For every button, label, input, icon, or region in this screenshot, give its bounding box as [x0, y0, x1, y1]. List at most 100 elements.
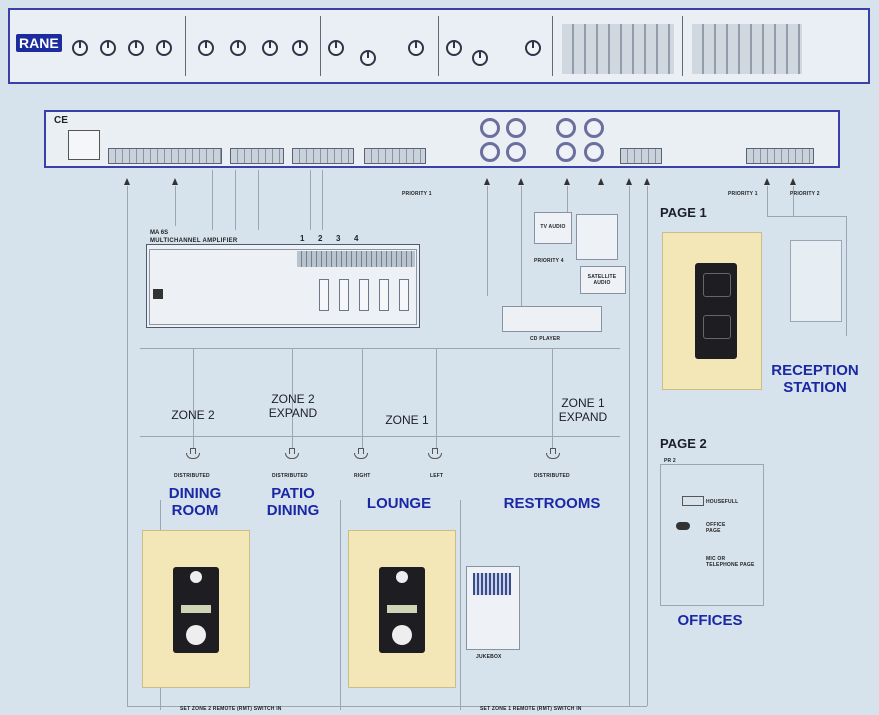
wire	[767, 216, 847, 217]
cd-player-label: CD PLAYER	[530, 336, 560, 342]
jukebox-label: JUKEBOX	[476, 654, 502, 660]
reception-control-panel	[695, 263, 737, 359]
source-selector-knob[interactable]	[190, 571, 202, 583]
amp-channel-module	[399, 279, 409, 311]
zone-control-panel	[379, 567, 425, 653]
speaker-label-distributed: DISTRIBUTED	[534, 473, 570, 479]
speaker-label-right: RIGHT	[354, 473, 371, 479]
gain-knob[interactable]	[128, 40, 144, 56]
rca-jack[interactable]	[506, 142, 526, 162]
multichannel-amplifier	[146, 244, 420, 328]
office-page-switch[interactable]	[676, 522, 690, 530]
level-knob[interactable]	[525, 40, 541, 56]
gain-knob[interactable]	[292, 40, 308, 56]
speaker-label-distributed: DISTRIBUTED	[174, 473, 210, 479]
display-window	[181, 605, 211, 613]
arrow-icon	[764, 178, 770, 185]
wire	[521, 186, 522, 306]
patio-dining-label: PATIO DINING	[250, 485, 336, 519]
terminal-block	[292, 148, 354, 164]
arrow-icon	[172, 178, 178, 185]
mic-telephone-label: MIC OR TELEPHONE PAGE	[706, 556, 756, 568]
speaker-label-distributed: DISTRIBUTED	[272, 473, 308, 479]
gain-knob[interactable]	[156, 40, 172, 56]
volume-knob[interactable]	[186, 625, 206, 645]
fader-bank	[692, 24, 802, 74]
amp-connector	[153, 289, 163, 299]
rca-jack[interactable]	[480, 142, 500, 162]
panel-divider-5	[682, 16, 683, 76]
panel-divider-4	[552, 16, 553, 76]
wire	[767, 186, 768, 216]
tone-knob[interactable]	[408, 40, 424, 56]
terminal-block	[108, 148, 222, 164]
amp-channel-2: 2	[318, 234, 322, 243]
page1-label: PAGE 1	[660, 205, 707, 220]
arrow-icon	[124, 178, 130, 185]
offices-panel	[660, 464, 764, 606]
zone2-expand-label: ZONE 2 EXPAND	[256, 392, 330, 420]
speaker-icon	[546, 448, 560, 460]
source-selector-knob[interactable]	[396, 571, 408, 583]
amp-heatsink	[297, 251, 415, 267]
tone-knob[interactable]	[360, 50, 376, 66]
page-button[interactable]	[703, 273, 731, 297]
priority-4-label: PRIORITY 4	[534, 258, 564, 264]
wire	[436, 348, 437, 448]
terminal-block	[364, 148, 426, 164]
amp-channel-module	[339, 279, 349, 311]
wire	[175, 186, 176, 226]
volume-knob[interactable]	[392, 625, 412, 645]
wire	[212, 170, 213, 230]
panel-divider-2	[320, 16, 321, 76]
wire	[793, 186, 794, 216]
gain-knob[interactable]	[72, 40, 88, 56]
level-knob[interactable]	[472, 50, 488, 66]
terminal-block	[746, 148, 814, 164]
houseful-label: HOUSEFULL	[706, 499, 738, 505]
page-button[interactable]	[703, 315, 731, 339]
level-knob[interactable]	[446, 40, 462, 56]
rca-jack[interactable]	[584, 142, 604, 162]
amp-channel-module	[379, 279, 389, 311]
amp-channel-module	[319, 279, 329, 311]
mixer-rear-panel: CE	[44, 110, 840, 168]
gain-knob[interactable]	[100, 40, 116, 56]
rca-jack[interactable]	[556, 118, 576, 138]
rca-jack[interactable]	[506, 118, 526, 138]
rca-jack[interactable]	[584, 118, 604, 138]
lounge-label: LOUNGE	[354, 495, 444, 512]
zone1-label: ZONE 1	[372, 413, 442, 427]
arrow-icon	[564, 178, 570, 185]
satellite-audio-label: SATELLITE AUDIO	[582, 274, 622, 286]
speaker-icon	[186, 448, 200, 460]
gain-knob[interactable]	[262, 40, 278, 56]
gain-knob[interactable]	[230, 40, 246, 56]
amp-channel-module	[359, 279, 369, 311]
arrow-icon	[644, 178, 650, 185]
reception-station-label: RECEPTION STATION	[760, 362, 870, 396]
arrow-icon	[598, 178, 604, 185]
lounge-wall-plate	[348, 530, 456, 688]
wire	[846, 216, 847, 336]
gain-knob[interactable]	[198, 40, 214, 56]
tv-audio-label: TV AUDIO	[538, 224, 568, 230]
wire	[322, 170, 323, 230]
rca-jack[interactable]	[480, 118, 500, 138]
jukebox	[466, 566, 520, 650]
wire	[140, 348, 620, 349]
dining-room-label: DINING ROOM	[150, 485, 240, 519]
houseful-switch[interactable]	[682, 496, 704, 506]
wire	[340, 500, 341, 710]
panel-divider-3	[438, 16, 439, 76]
zone-control-panel	[173, 567, 219, 653]
brand-logo: RANE	[16, 34, 62, 52]
display-window	[387, 605, 417, 613]
panel-divider-1	[185, 16, 186, 76]
reception-device	[790, 240, 842, 322]
mixer-front-panel: RANE	[8, 8, 870, 84]
zone1-expand-label: ZONE 1 EXPAND	[546, 396, 620, 424]
tone-knob[interactable]	[328, 40, 344, 56]
rca-jack[interactable]	[556, 142, 576, 162]
fader-bank	[562, 24, 674, 74]
